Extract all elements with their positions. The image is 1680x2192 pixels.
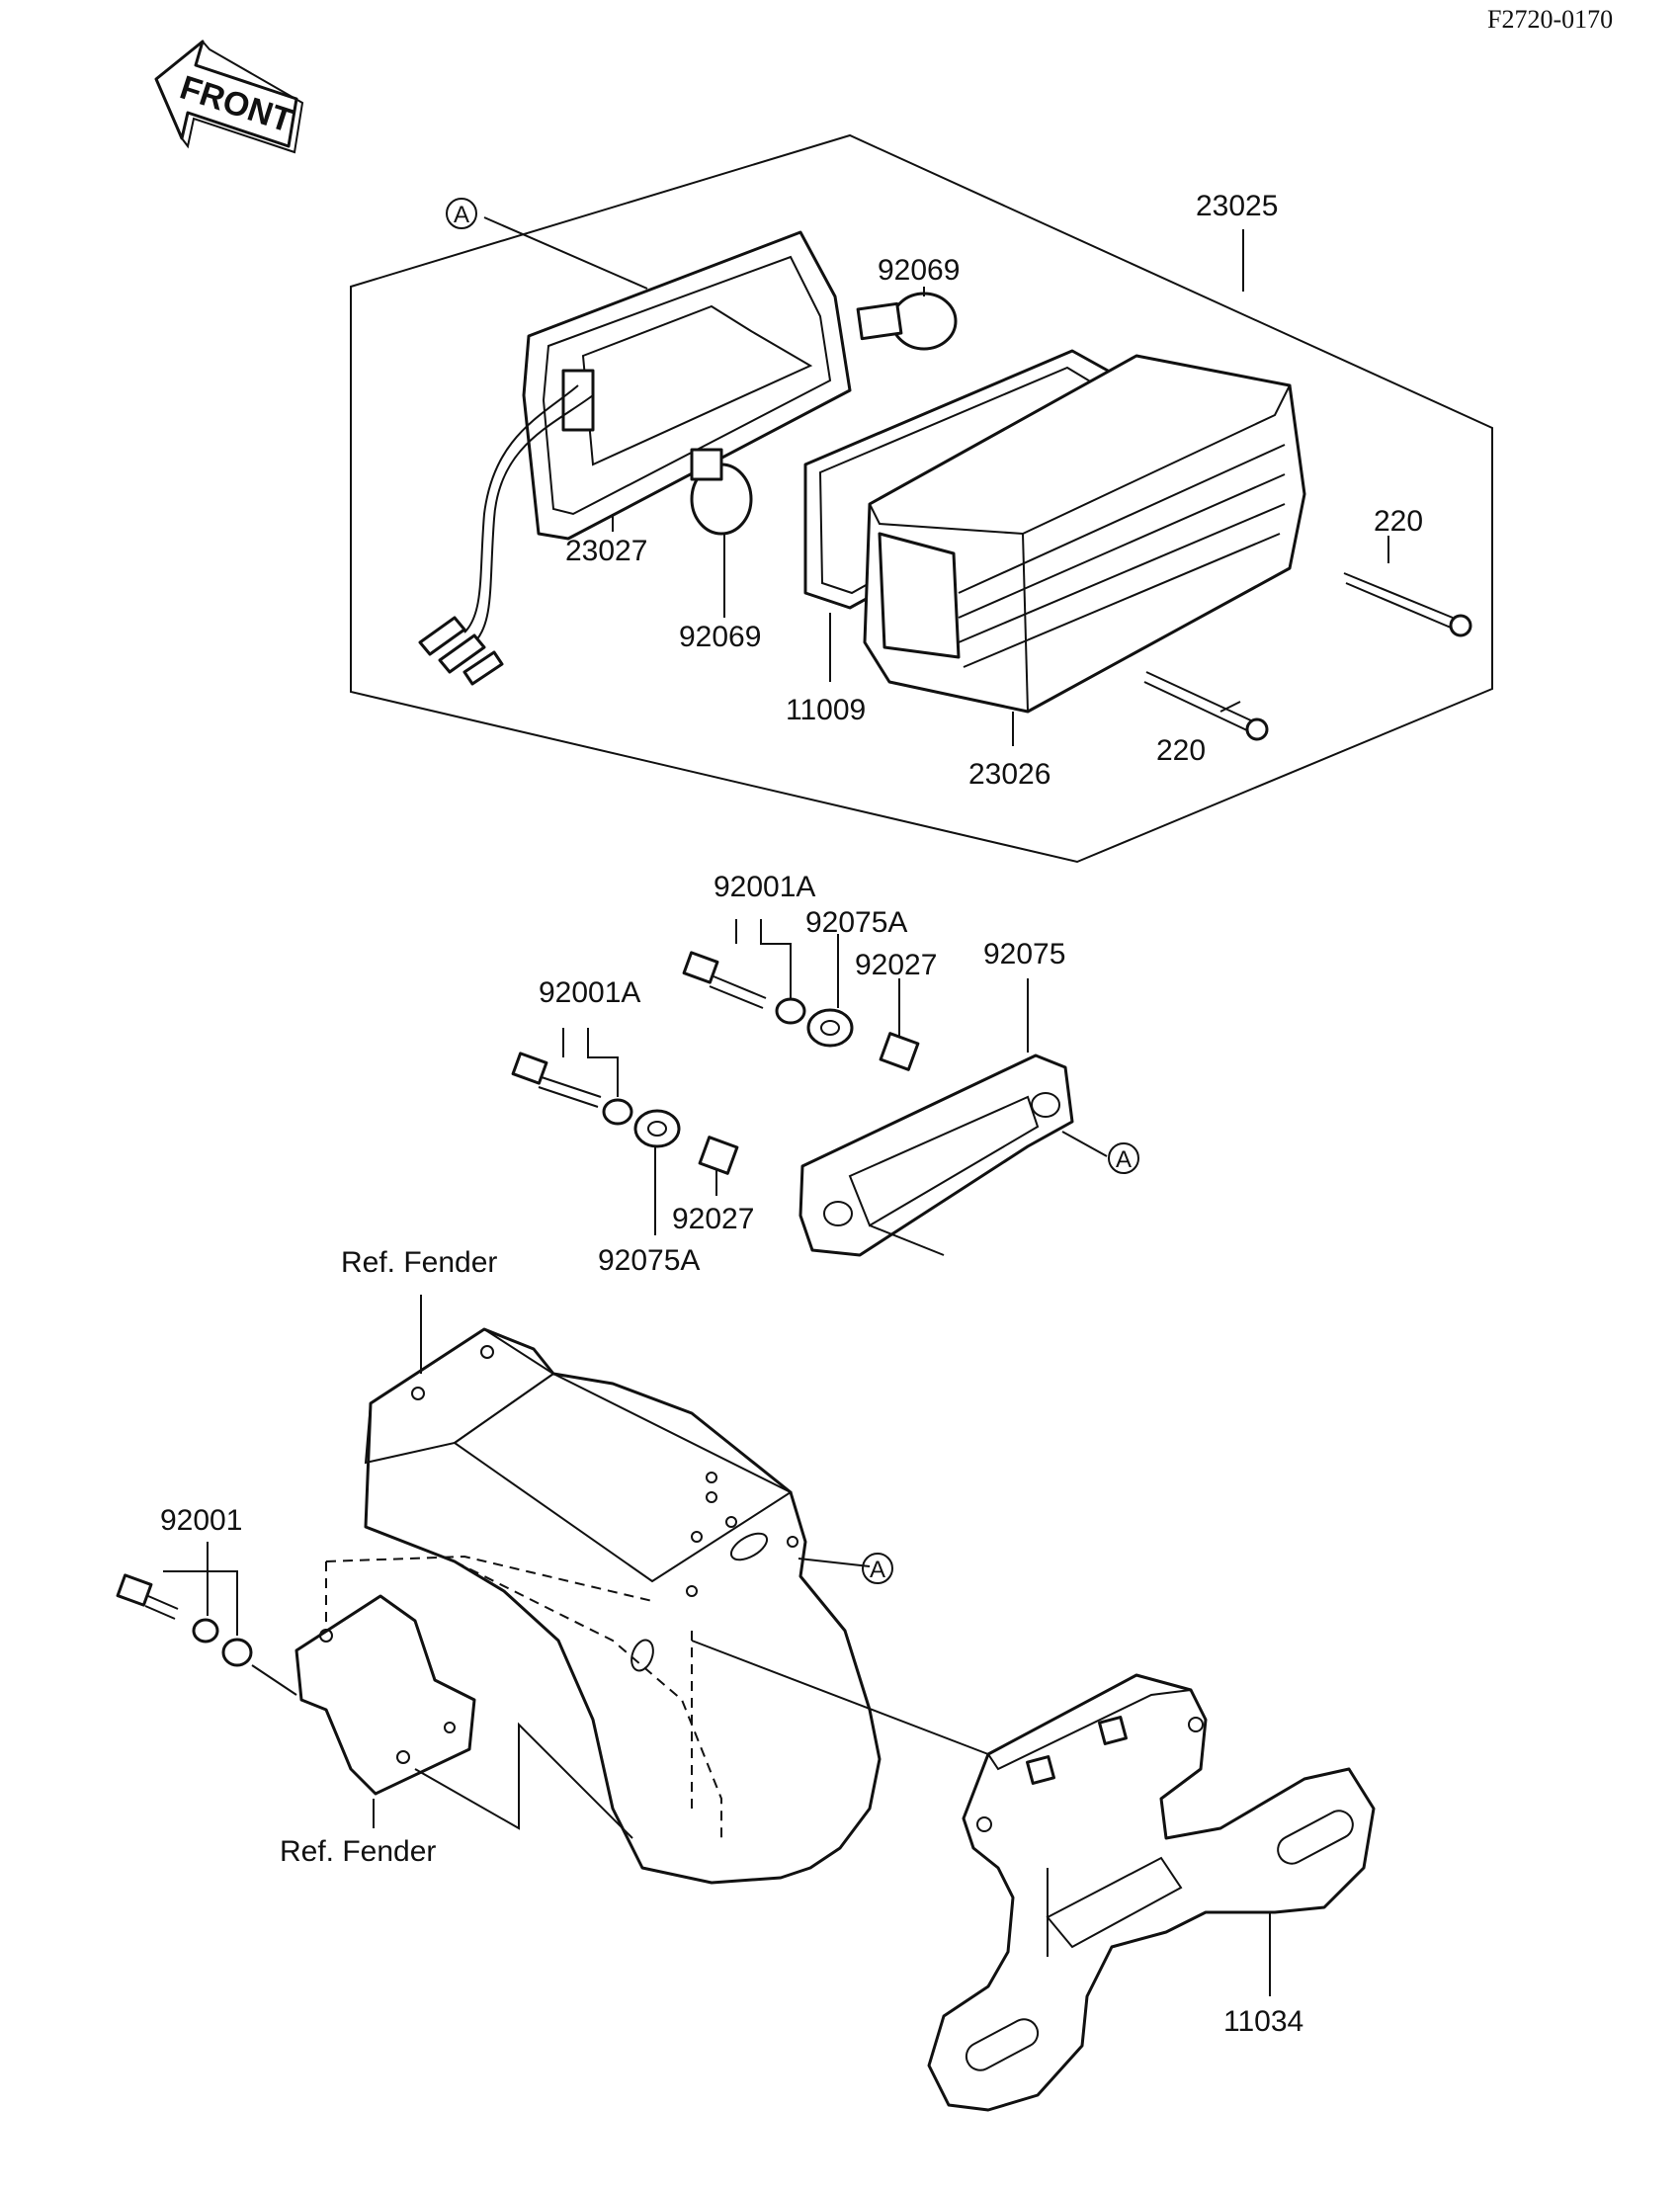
label-ref-fender-bottom: Ref. Fender: [280, 1835, 436, 1868]
washer-flat: [221, 1638, 253, 1667]
callout-a-top-label: A: [454, 202, 469, 228]
label-23027: 23027: [565, 535, 647, 567]
label-92001: 92001: [160, 1504, 242, 1537]
callout-a-middle-label: A: [1116, 1146, 1132, 1173]
callout-a-top: [446, 198, 477, 229]
bulb-upper: [856, 292, 958, 351]
label-92001A-top: 92001A: [714, 871, 815, 903]
screw-bottom: [1143, 671, 1269, 741]
bolt-upper: [682, 951, 767, 1009]
collar-upper: [879, 1032, 920, 1071]
label-92069-bottom: 92069: [679, 621, 761, 653]
license-plate-bracket: [927, 1673, 1376, 2112]
label-92069-top: 92069: [878, 254, 960, 287]
bulb-lower: [690, 448, 753, 536]
callout-a-middle: [1108, 1142, 1139, 1174]
taillight-lens: [863, 354, 1306, 714]
callout-a-bottom-label: A: [870, 1557, 885, 1583]
bolt-lower: [511, 1052, 602, 1108]
label-92075A-top: 92075A: [805, 906, 907, 939]
label-92027-bottom: 92027: [672, 1203, 754, 1235]
washer-upper: [775, 997, 806, 1025]
washer-lower: [602, 1098, 633, 1126]
label-ref-fender-top: Ref. Fender: [341, 1246, 497, 1279]
washer-spring: [192, 1618, 219, 1644]
figure-code: F2720-0170: [1487, 5, 1613, 34]
bolt-92001: [116, 1573, 179, 1620]
mounting-bracket: [798, 1054, 1074, 1257]
label-92027-top: 92027: [855, 949, 937, 981]
callout-a-bottom: [862, 1553, 893, 1584]
label-11034: 11034: [1223, 2005, 1303, 2038]
label-92075A-bottom: 92075A: [598, 1244, 700, 1277]
damper-lower: [633, 1109, 681, 1148]
rear-fender: [364, 1327, 882, 1885]
collar-lower: [698, 1136, 739, 1175]
fender-spacer: [294, 1594, 476, 1796]
label-92075: 92075: [983, 938, 1065, 970]
taillight-housing: [418, 230, 852, 686]
label-220-bottom: 220: [1156, 734, 1206, 767]
label-23026: 23026: [968, 758, 1050, 791]
damper-upper: [806, 1008, 854, 1048]
label-220-right: 220: [1374, 505, 1423, 538]
label-92001A-left: 92001A: [539, 976, 640, 1009]
label-11009: 11009: [786, 694, 866, 726]
screw-right: [1343, 572, 1472, 637]
label-23025: 23025: [1196, 190, 1278, 222]
front-arrow-icon: FRONT: [154, 40, 304, 154]
kit-boundary: [350, 133, 1493, 864]
